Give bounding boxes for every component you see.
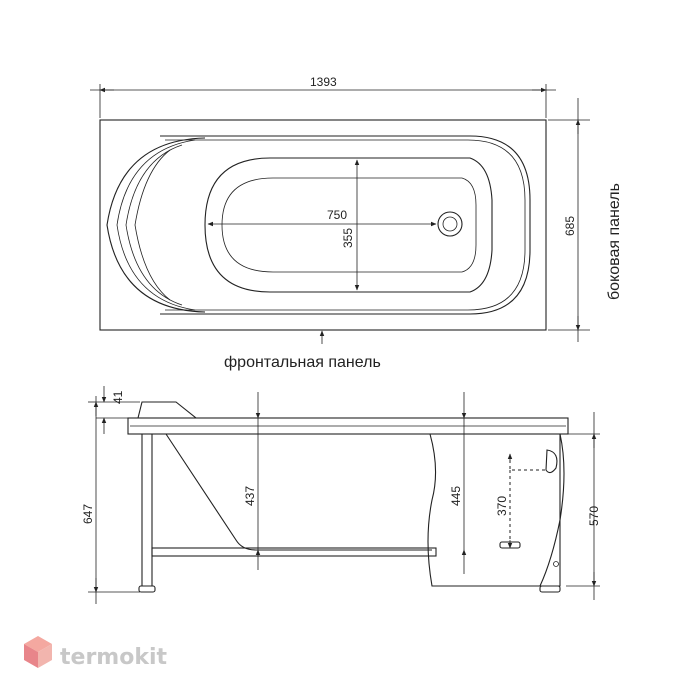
termokit-logo: termokit [24,636,167,670]
dim-depth-right: 445 [449,486,463,506]
tub-inner-body [160,135,531,315]
dim-total-height: 647 [81,504,95,524]
tub-outline-top [99,119,547,331]
tub-body-profile [165,433,432,551]
overflow-icon [545,449,558,474]
frame-bar [151,547,437,557]
tub-rim [127,417,569,435]
drain-icon [437,211,463,237]
dim-overall-length: 1393 [310,75,337,89]
siphon-dashed [509,454,548,548]
top-view: 750 355 1393 685 боковая панель фронталь… [90,75,623,371]
cube-icon [24,636,52,668]
basin-outline [204,157,493,293]
dim-rim-height: 41 [111,390,125,404]
dim-panel-height: 570 [587,506,601,526]
headrest-curves [106,137,206,313]
logo-text: termokit [60,645,167,670]
dim-depth-left: 437 [243,486,257,506]
dim-drain-height: 370 [495,496,509,516]
cutaway-panel [427,433,561,587]
dim-overall-width: 685 [563,216,577,236]
side-view: 41 647 437 445 370 570 [81,386,601,604]
front-panel-label: фронтальная панель [224,354,381,371]
headrest-block [137,401,198,419]
side-panel-label: боковая панель [606,183,623,300]
frame-leg-left [141,434,153,586]
dim-inner-length: 750 [327,208,347,222]
dim-inner-width: 355 [341,228,355,248]
